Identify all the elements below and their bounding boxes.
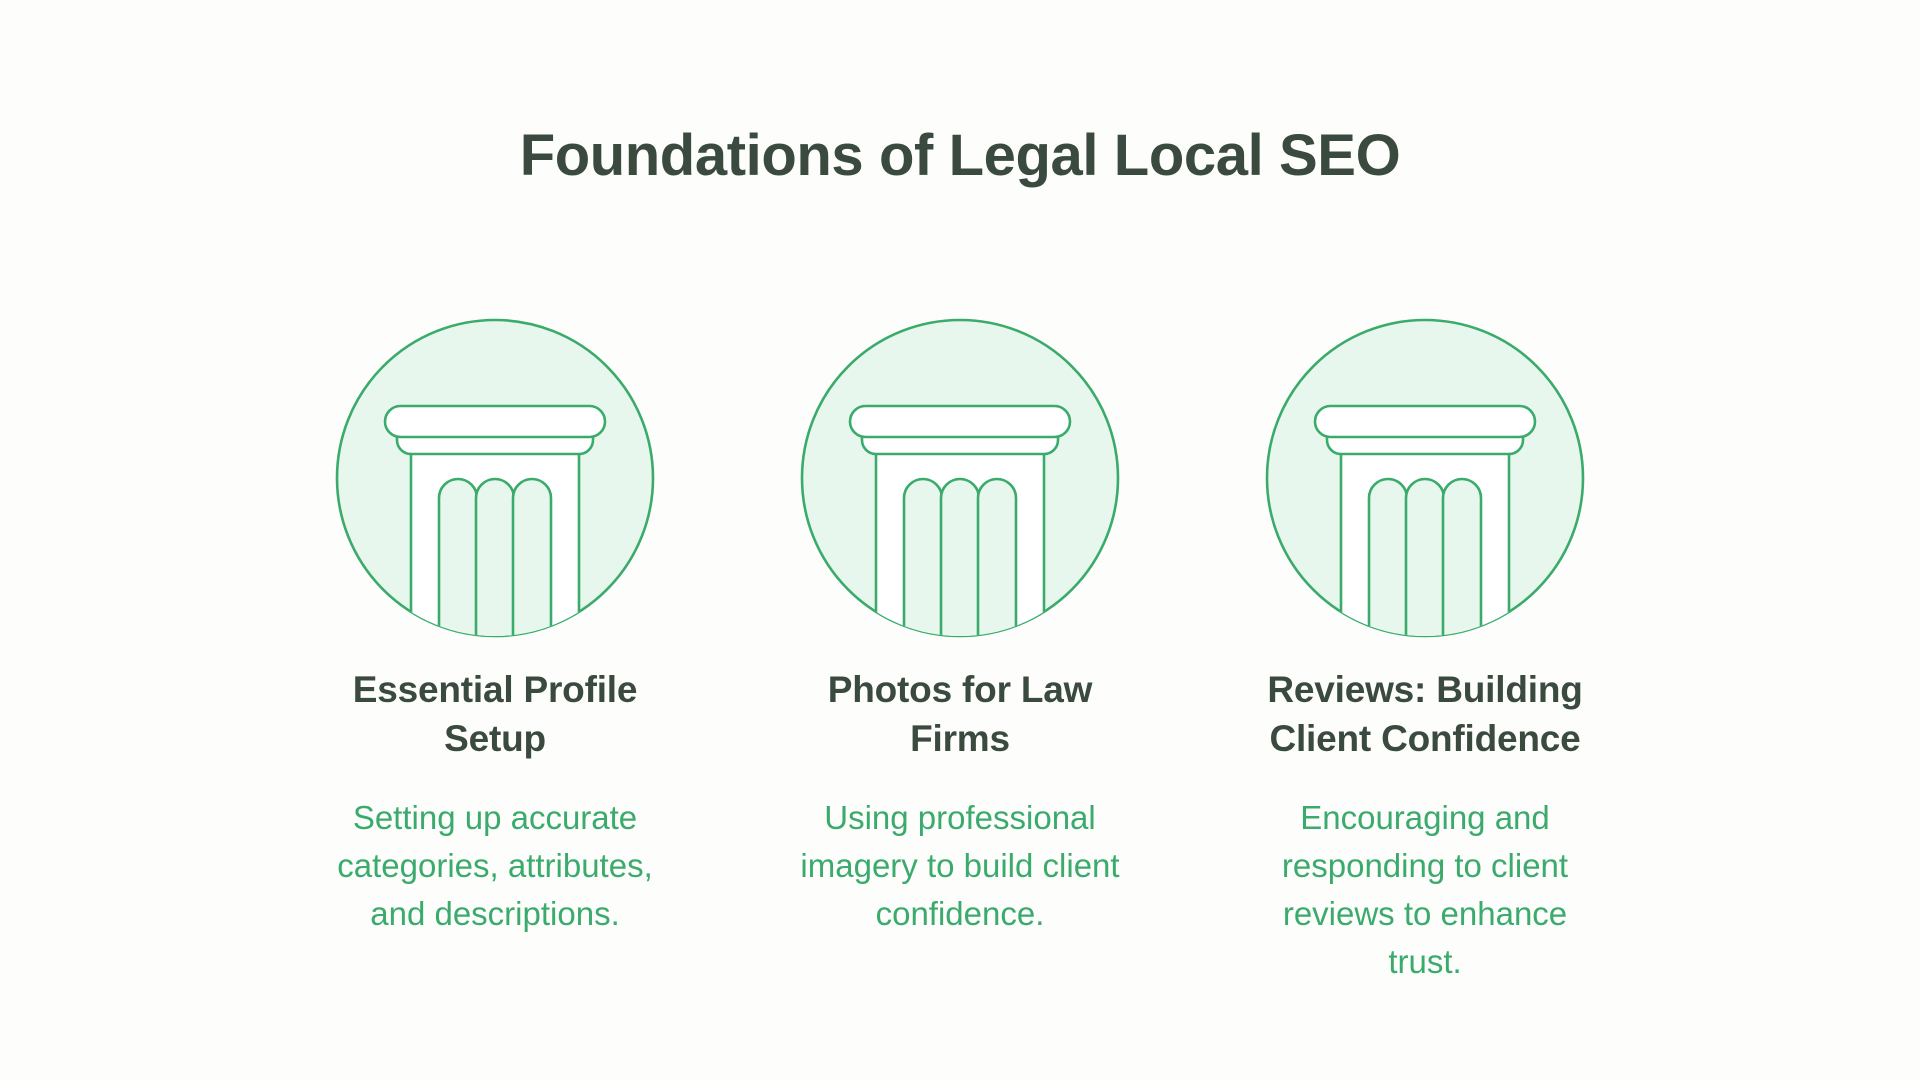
- pillar-icon: [335, 318, 655, 638]
- pillar-icon: [800, 318, 1120, 638]
- card-title: Reviews: Building Client Confidence: [1267, 669, 1583, 759]
- card-title: Essential Profile Setup: [352, 669, 638, 759]
- card-body: Using professional imagery to build clie…: [800, 798, 1120, 932]
- card-essential-profile-setup: Essential Profile Setup Setting up accur…: [295, 318, 695, 938]
- pillar-icon: [1265, 318, 1585, 638]
- cards-row: Essential Profile Setup Setting up accur…: [295, 318, 1625, 986]
- page-title: Foundations of Legal Local SEO: [519, 123, 1401, 188]
- card-photos-for-law-firms: Photos for Law Firms Using professional …: [760, 318, 1160, 938]
- card-body: Encouraging and responding to client rev…: [1281, 798, 1569, 981]
- card-title: Photos for Law Firms: [827, 669, 1093, 759]
- card-reviews-building-client-confidence: Reviews: Building Client Confidence Enco…: [1225, 318, 1625, 986]
- card-body: Setting up accurate categories, attribut…: [337, 798, 653, 932]
